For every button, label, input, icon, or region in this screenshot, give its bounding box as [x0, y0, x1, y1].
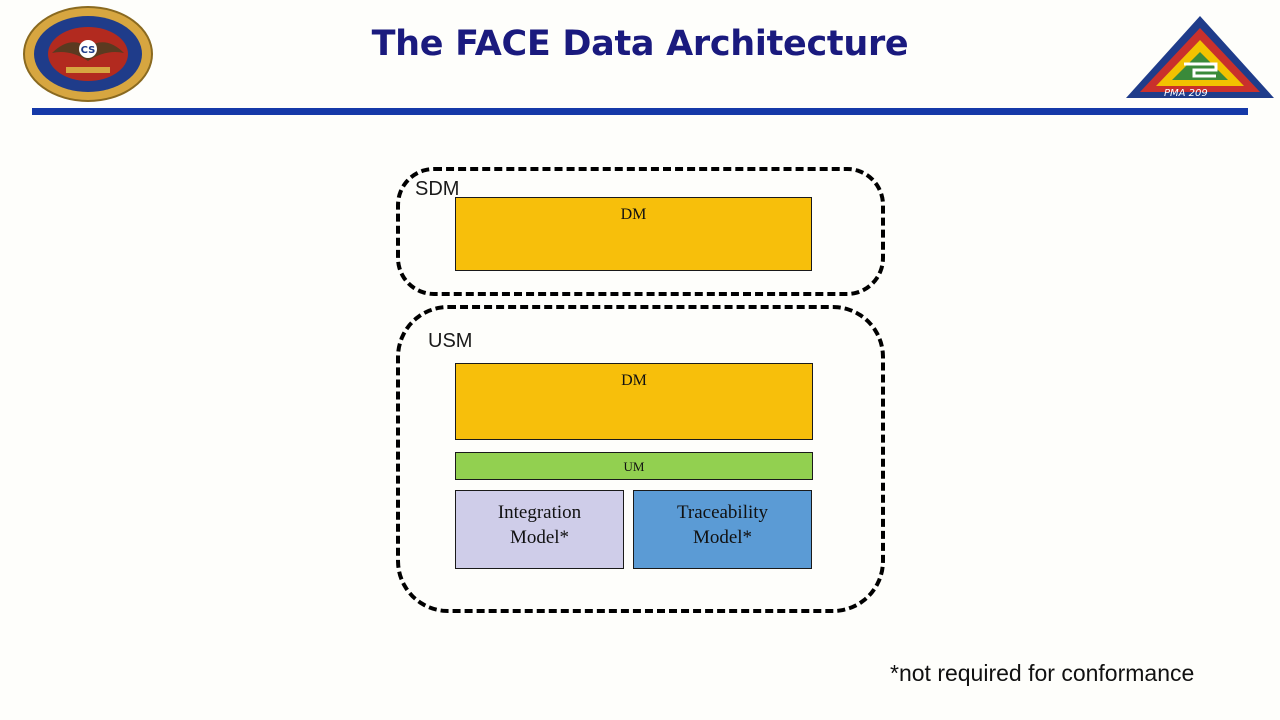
integration-model-block: Integration Model* — [455, 490, 624, 569]
sdm-label: SDM — [415, 178, 460, 200]
usm-container — [396, 305, 885, 613]
integration-model-label: Integration Model* — [497, 502, 582, 548]
pma209-logo-text: PMA 209 — [1164, 88, 1208, 99]
usm-dm-block: DM — [455, 363, 813, 440]
sdm-dm-block: DM — [455, 197, 812, 271]
peo-seal-logo: CS — [23, 6, 153, 102]
pma209-triangle-logo: PMA 209 — [1126, 16, 1274, 99]
traceability-model-block: Traceability Model* — [633, 490, 812, 569]
svg-text:CS: CS — [81, 45, 96, 56]
sdm-container — [396, 167, 885, 296]
conformance-footnote: *not required for conformance — [890, 660, 1195, 686]
traceability-model-label: Traceability Model* — [676, 502, 769, 548]
page-title: The FACE Data Architecture — [371, 24, 909, 64]
header-rule — [32, 108, 1248, 115]
usm-label: USM — [428, 330, 473, 352]
usm-um-block: UM — [455, 452, 813, 480]
